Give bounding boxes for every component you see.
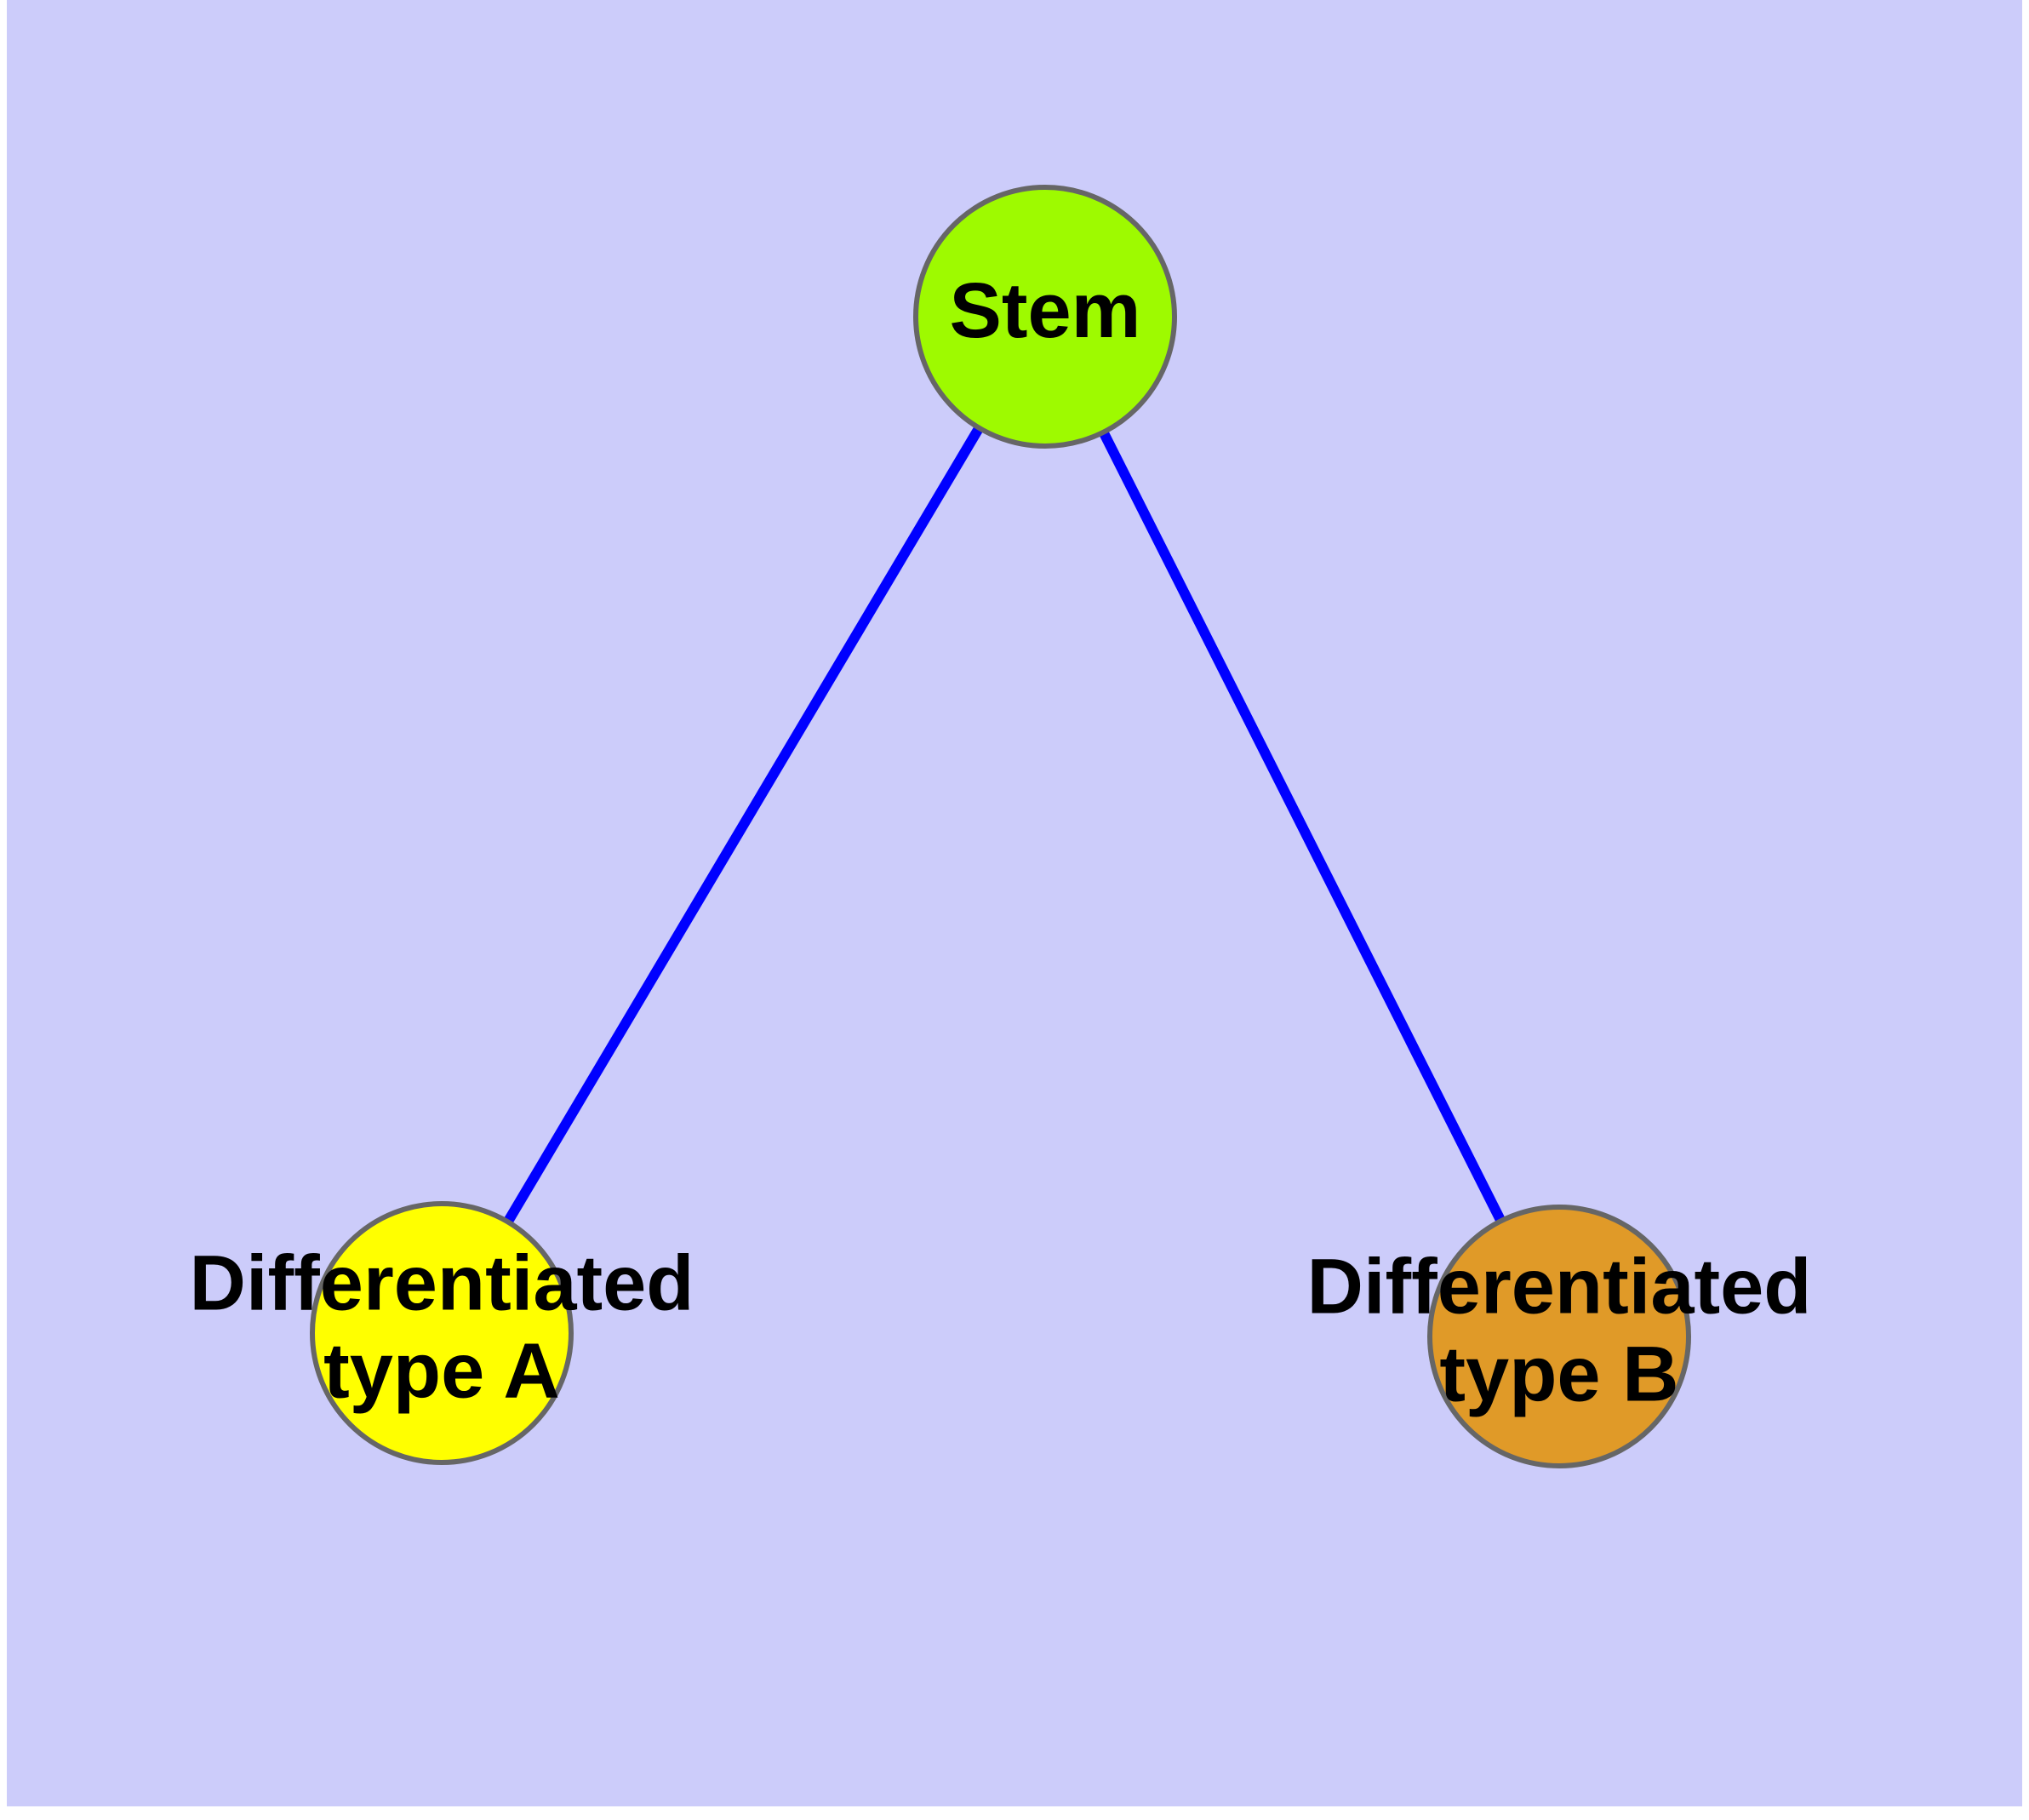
node-differentiated-type-b-circle[interactable]	[1427, 1205, 1691, 1468]
edge-stem-to-differentiated-type-a	[503, 425, 984, 1225]
edge-layer	[503, 425, 1506, 1225]
node-differentiated-type-a-circle[interactable]	[310, 1201, 574, 1465]
node-stem[interactable]: Stem	[913, 185, 1177, 449]
node-stem-label: Stem	[950, 267, 1141, 354]
edge-stem-to-differentiated-type-b	[1099, 430, 1506, 1223]
node-stem-circle[interactable]	[913, 185, 1177, 449]
